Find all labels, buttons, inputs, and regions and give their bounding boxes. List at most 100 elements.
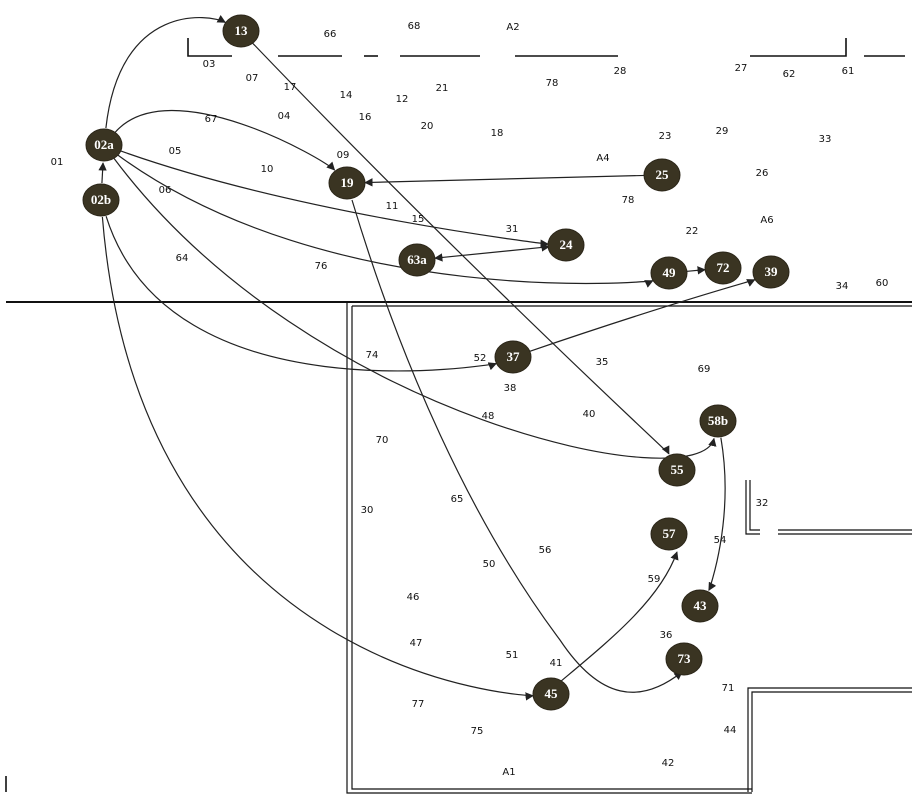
- location-label: 46: [407, 592, 420, 603]
- inner-room-wall: [346, 302, 752, 794]
- node-13: 13: [222, 14, 260, 48]
- node-circle: [658, 453, 696, 487]
- node-label: 24: [560, 237, 574, 252]
- location-label: 64: [176, 253, 189, 264]
- node-37: 37: [494, 340, 532, 374]
- edge-24-63a: [434, 243, 550, 262]
- node-55: 55: [658, 453, 696, 487]
- node-73: 73: [665, 642, 703, 676]
- node-circle: [494, 340, 532, 374]
- location-label: 78: [546, 78, 559, 89]
- edges-layer: [98, 15, 756, 701]
- location-label: 65: [451, 494, 464, 505]
- location-label: 17: [284, 82, 297, 93]
- node-label: 45: [545, 686, 559, 701]
- node-39: 39: [752, 255, 790, 289]
- location-label: 16: [359, 112, 372, 123]
- edge-02b-37: [105, 216, 498, 372]
- edge-02a-49: [117, 154, 654, 288]
- edge-02b-02a: [98, 162, 107, 184]
- location-label: 78: [622, 195, 635, 206]
- node-circle: [643, 158, 681, 192]
- location-label: 52: [474, 353, 487, 364]
- node-label: 55: [671, 462, 685, 477]
- node-02b: 02b: [82, 183, 120, 217]
- location-label: 34: [836, 281, 849, 292]
- edge-37-39: [528, 279, 756, 353]
- location-label: 66: [324, 29, 337, 40]
- location-label: 07: [246, 73, 259, 84]
- location-label: 69: [698, 364, 711, 375]
- location-label: 60: [876, 278, 889, 289]
- node-45: 45: [532, 677, 570, 711]
- location-label: A2: [506, 22, 519, 33]
- location-label: 14: [340, 90, 353, 101]
- location-label: A1: [502, 767, 515, 778]
- node-circle: [222, 14, 260, 48]
- node-circle: [704, 251, 742, 285]
- location-label: 35: [596, 357, 609, 368]
- location-label: 18: [491, 128, 504, 139]
- location-label: 61: [842, 66, 855, 77]
- location-label: 12: [396, 94, 409, 105]
- node-circle: [532, 677, 570, 711]
- node-circle: [547, 228, 585, 262]
- location-label: 68: [408, 21, 421, 32]
- location-label: 51: [506, 650, 519, 661]
- node-circle: [328, 166, 366, 200]
- location-label: 33: [819, 134, 832, 145]
- location-label: 71: [722, 683, 735, 694]
- location-label: 67: [205, 114, 218, 125]
- location-label: 30: [361, 505, 374, 516]
- edge-02a-24: [119, 150, 549, 248]
- location-label: 50: [483, 559, 496, 570]
- location-label: 75: [471, 726, 484, 737]
- top-wall-bracket: [187, 38, 232, 57]
- node-label: 37: [507, 349, 521, 364]
- node-label: 57: [663, 526, 677, 541]
- location-label: 42: [662, 758, 675, 769]
- node-circle: [650, 517, 688, 551]
- location-label: 47: [410, 638, 423, 649]
- edge-25-19: [364, 174, 646, 187]
- node-58b: 58b: [699, 404, 737, 438]
- walls: [5, 38, 912, 794]
- node-circle: [699, 404, 737, 438]
- node-49: 49: [650, 256, 688, 290]
- location-label: 32: [756, 498, 769, 509]
- location-label: 11: [386, 201, 399, 212]
- node-label: 58b: [708, 413, 728, 428]
- node-label: 25: [656, 167, 670, 182]
- node-label: 19: [341, 175, 355, 190]
- location-label: 10: [261, 164, 274, 175]
- location-label: 29: [716, 126, 729, 137]
- node-label: 72: [717, 260, 730, 275]
- node-circle: [82, 183, 120, 217]
- location-label: 41: [550, 658, 563, 669]
- node-63a: 63a: [398, 243, 436, 277]
- edge-19-73: [351, 199, 683, 693]
- location-label: 06: [159, 185, 172, 196]
- location-label: 21: [436, 83, 449, 94]
- location-label: 76: [315, 261, 328, 272]
- node-02a: 02a: [85, 128, 123, 162]
- node-circle: [681, 589, 719, 623]
- edge-58b-43: [708, 437, 726, 592]
- node-circle: [752, 255, 790, 289]
- node-label: 63a: [407, 252, 427, 267]
- location-label: 20: [421, 121, 434, 132]
- location-label: 01: [51, 157, 64, 168]
- location-label: 03: [203, 59, 216, 70]
- location-label: 56: [539, 545, 552, 556]
- location-label: 54: [714, 535, 727, 546]
- location-label: 05: [169, 146, 182, 157]
- location-label: 70: [376, 435, 389, 446]
- node-label: 39: [765, 264, 779, 279]
- edge-02b-45: [101, 216, 534, 701]
- node-24: 24: [547, 228, 585, 262]
- partition-32-right: [778, 529, 912, 535]
- edge-49-72: [685, 266, 706, 275]
